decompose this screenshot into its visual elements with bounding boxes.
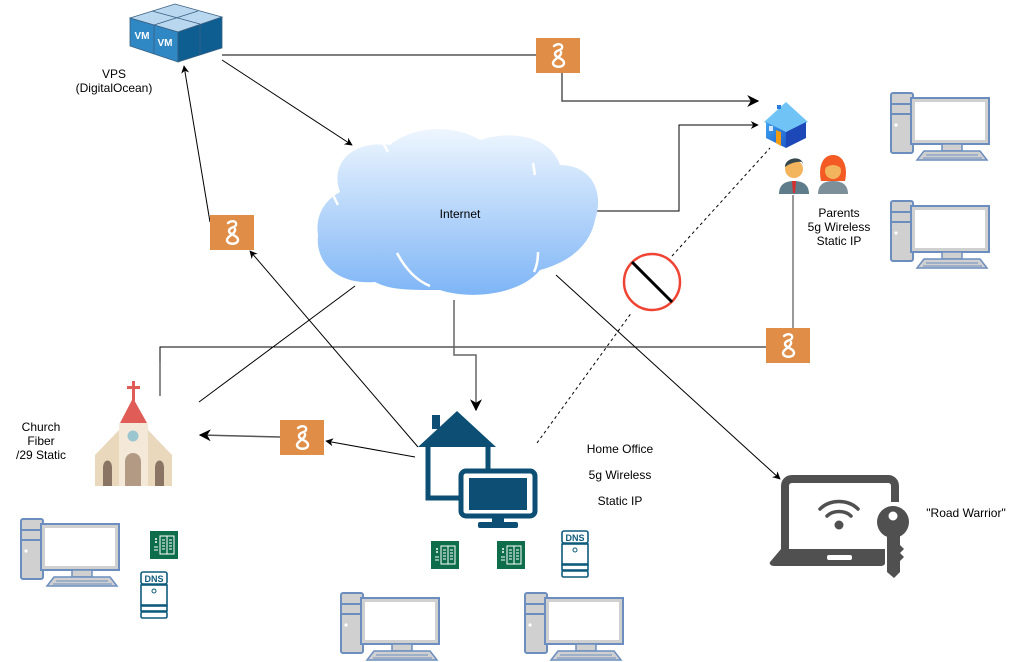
home-office-label-line: Home Office — [586, 442, 654, 456]
man-user-icon — [779, 158, 809, 194]
laptop-key-icon — [769, 475, 909, 578]
parents-label: Parents 5g Wireless Static IP — [794, 206, 884, 248]
network-switch-icon — [149, 530, 179, 560]
desktop-pc-icon — [890, 92, 990, 161]
wireguard-icon-parents — [764, 326, 812, 365]
internet-cloud-icon — [317, 129, 599, 295]
parents-label-line: 5g Wireless — [807, 220, 871, 234]
home-office-label-line: Static IP — [597, 494, 643, 508]
connections — [159, 54, 794, 480]
link-blocked-lower — [536, 311, 633, 444]
internet-label: Internet — [439, 207, 481, 221]
dns-server-icon — [140, 571, 168, 619]
vm-badge-2: VM — [158, 38, 173, 49]
home-office-icon — [418, 411, 538, 528]
network-switch-icon — [496, 540, 526, 570]
no-entry-icon — [622, 252, 682, 312]
link-wg-church — [198, 429, 281, 442]
church-label-line: Church — [21, 420, 61, 434]
house-icon — [764, 102, 808, 148]
desktop-pc-icon — [890, 200, 990, 269]
home-office-label-line: 5g Wireless — [588, 468, 652, 482]
vps-label-line: VPS — [101, 67, 126, 81]
church-icon — [95, 381, 172, 486]
link-internet-roadwarrior — [555, 274, 781, 480]
church-label: Church Fiber /29 Static — [4, 420, 78, 462]
link-church-internet — [198, 285, 356, 403]
dns-server-icon — [561, 530, 589, 578]
vps-label-line: (DigitalOcean) — [75, 81, 153, 95]
woman-user-icon — [818, 155, 848, 194]
desktop-pc-icon — [20, 518, 120, 587]
link-home-wg-bottom — [325, 438, 416, 458]
wireguard-icon-church — [278, 418, 326, 457]
vm-cluster-icon: VM VM — [128, 3, 224, 63]
link-wg-vps — [181, 65, 211, 223]
parents-label-line: Parents — [818, 206, 860, 220]
wireguard-icon-top — [534, 36, 582, 75]
link-vps-internet — [221, 59, 353, 146]
wireguard-icon-left — [208, 213, 256, 252]
church-label-line: Fiber — [27, 434, 55, 448]
vm-badge-1: VM — [135, 31, 150, 42]
home-office-label: Home Office 5g Wireless Static IP — [570, 436, 670, 514]
desktop-pc-icon — [524, 592, 624, 661]
link-home-wg-left — [249, 250, 419, 448]
link-internet-home — [453, 300, 482, 412]
desktop-pc-icon — [340, 592, 440, 661]
vps-label: VPS (DigitalOcean) — [62, 67, 166, 95]
church-label-line: /29 Static — [15, 448, 67, 462]
network-switch-icon — [430, 540, 460, 570]
road-warrior-label: "Road Warrior" — [926, 506, 1006, 520]
link-internet-parents — [597, 121, 759, 212]
link-blocked-upper — [671, 147, 771, 257]
link-wg-parents-top — [561, 73, 760, 107]
parents-label-line: Static IP — [816, 234, 862, 248]
